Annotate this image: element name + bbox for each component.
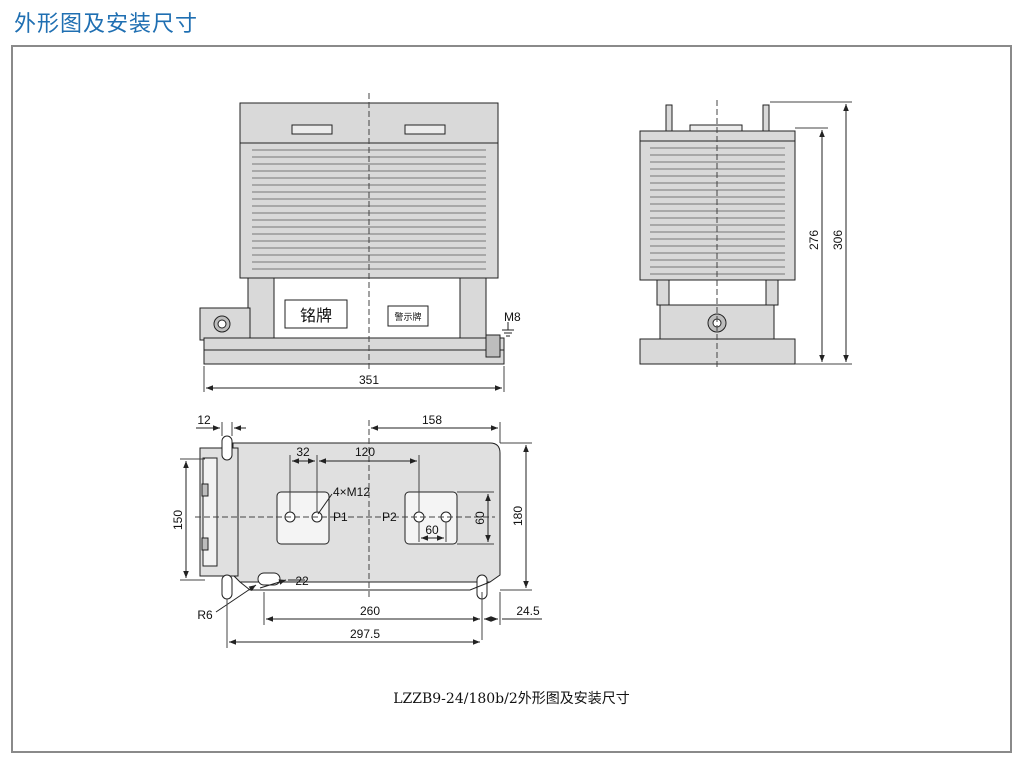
nameplate-label: 铭牌 <box>300 306 332 325</box>
dim-front-width: 351 <box>359 373 379 387</box>
warning-plate-box <box>387 305 429 327</box>
dim-22: 22 <box>295 574 309 588</box>
terminal-p2 <box>404 491 458 545</box>
terminal-p1-label: P1 <box>333 510 348 524</box>
warning-plate-label: 警示牌 <box>394 311 421 323</box>
side-base <box>639 338 796 365</box>
dim-297-5: 297.5 <box>350 627 380 641</box>
dim-150: 150 <box>171 510 185 530</box>
mount-slot-bottom-left <box>221 574 233 600</box>
thread-label: 4×M12 <box>333 485 370 499</box>
dim-side-276: 276 <box>807 230 821 250</box>
front-base <box>203 349 505 365</box>
plan-view <box>180 420 542 648</box>
dim-60-horizontal: 60 <box>425 523 439 537</box>
dim-180: 180 <box>511 506 525 526</box>
terminal-p2-label: P2 <box>382 510 397 524</box>
ground-bolt-label: M8 <box>504 310 521 324</box>
dim-12: 12 <box>197 413 211 427</box>
mount-slot-top-left <box>221 435 233 461</box>
dim-158: 158 <box>422 413 442 427</box>
dim-120: 120 <box>355 445 375 459</box>
drawing-frame <box>11 45 1012 753</box>
plan-body <box>232 442 501 583</box>
page-title: 外形图及安装尺寸 <box>14 12 199 37</box>
nameplate-box <box>284 299 348 329</box>
ground-bolt <box>485 334 501 358</box>
front-view <box>199 93 514 392</box>
radius-label: R6 <box>197 608 213 622</box>
side-view <box>639 100 852 370</box>
dim-side-306: 306 <box>831 230 845 250</box>
dim-24-5: 24.5 <box>516 604 540 618</box>
dim-60-vertical: 60 <box>473 511 487 525</box>
dim-32: 32 <box>296 445 310 459</box>
dim-260: 260 <box>360 604 380 618</box>
drawing-caption: LZZB9-24/180b/2外形图及安装尺寸 <box>393 691 630 707</box>
front-base-top <box>203 337 505 351</box>
